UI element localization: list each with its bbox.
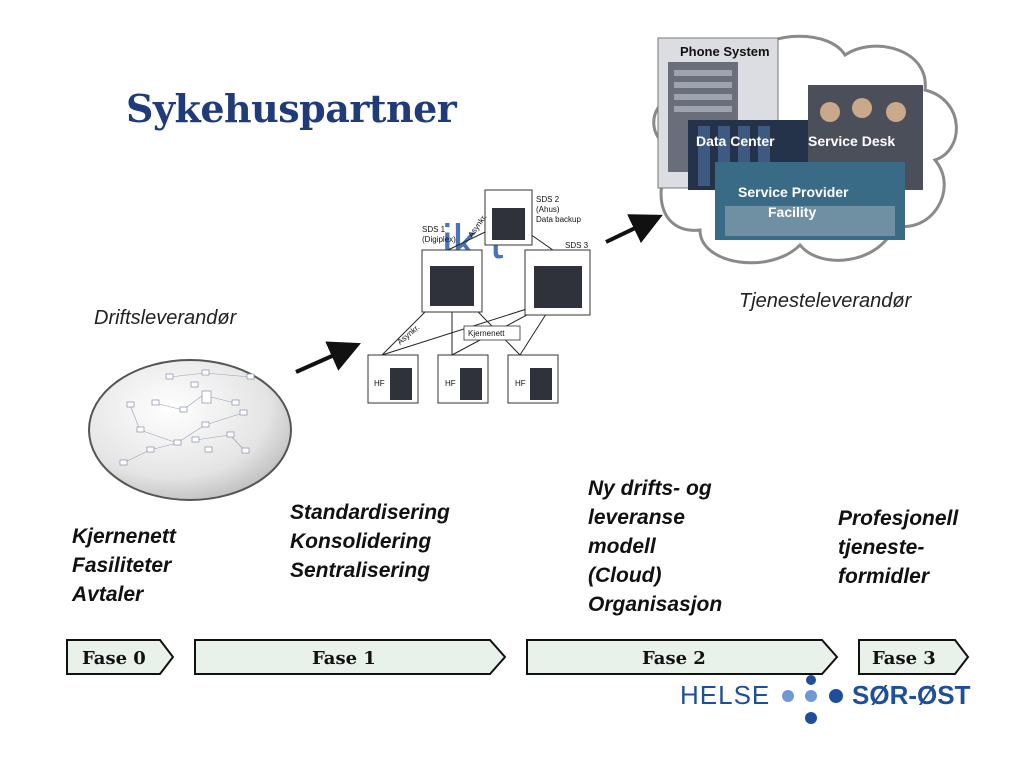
fase1-line: Konsolidering — [290, 530, 432, 553]
fase0-chevron: Fase 0 — [66, 639, 175, 675]
legacy-network-ellipse — [88, 359, 292, 501]
sds2-server — [484, 189, 533, 246]
fase3-chevron: Fase 3 — [858, 639, 970, 675]
fase3-description: Profesjonell tjeneste- formidler — [838, 504, 958, 591]
sds1-server — [421, 249, 483, 313]
hf2-label: HF — [445, 379, 456, 388]
sds2-label-2: (Ahus) — [536, 205, 560, 214]
hf3-server — [507, 354, 559, 404]
sds2-label-1: SDS 2 — [536, 195, 560, 204]
fase0-label: Fase 0 — [82, 648, 146, 669]
fase1-label: Fase 1 — [312, 648, 376, 669]
sds2-label-3: Data backup — [536, 215, 581, 224]
fase1-chevron: Fase 1 — [194, 639, 507, 675]
fase0-line: Avtaler — [72, 583, 144, 606]
phase-timeline: Fase 0 Fase 1 Fase 2 Fase 3 — [66, 639, 970, 675]
fase1-line: Sentralisering — [290, 559, 431, 582]
logo-region-text: SØR-ØST — [852, 680, 971, 710]
fase2-line: leveranse — [588, 506, 685, 529]
sds3-label: SDS 3 — [565, 241, 589, 250]
hf1-label: HF — [374, 379, 385, 388]
hf1-server — [367, 354, 419, 404]
kjernenett-label: Kjernenett — [468, 329, 505, 338]
hf2-server — [437, 354, 489, 404]
fase3-line: tjeneste- — [838, 536, 925, 559]
fase3-label: Fase 3 — [872, 648, 936, 669]
data-center-label: Data Center — [696, 133, 775, 149]
logo-helse-text: HELSE — [680, 680, 771, 710]
fase1-description: Standardisering Konsolidering Sentralise… — [290, 498, 450, 585]
fase2-line: (Cloud) — [588, 564, 662, 587]
service-provider-label-1: Service Provider — [738, 184, 849, 200]
fase1-line: Standardisering — [290, 501, 450, 524]
fase2-description: Ny drifts- og leveranse modell (Cloud) O… — [588, 474, 722, 619]
driftsleverandor-label: Driftsleverandør — [94, 307, 237, 329]
page-title: Sykehuspartner — [126, 86, 457, 131]
fase0-line: Fasiliteter — [72, 554, 172, 577]
fase3-line: Profesjonell — [838, 507, 959, 530]
fase0-line: Kjernenett — [72, 525, 176, 548]
fase3-line: formidler — [838, 565, 930, 588]
sds3-server — [524, 249, 591, 316]
network-diagram: ik t SDS 2 (Ahus) Data backup SDS 1 (Dig… — [367, 189, 591, 404]
phone-system-label: Phone System — [680, 44, 770, 59]
hf3-label: HF — [515, 379, 526, 388]
service-desk-label: Service Desk — [808, 133, 895, 149]
fase0-description: Kjernenett Fasiliteter Avtaler — [72, 522, 176, 609]
fase2-line: modell — [588, 535, 656, 558]
sds1-label-1: SDS 1 — [422, 225, 446, 234]
cloud-illustration: Phone System Data Center Service Desk Se… — [652, 34, 958, 265]
asynkr-left-label: Asynkr. — [396, 323, 422, 347]
tjenesteleverandor-label: Tjenesteleverandør — [739, 290, 912, 312]
fase2-line: Ny drifts- og — [588, 477, 712, 500]
sds1-label-2: (Digiplex) — [422, 235, 456, 244]
logo-dots-icon — [782, 675, 843, 724]
fase2-label: Fase 2 — [642, 648, 706, 669]
fase2-chevron: Fase 2 — [526, 639, 839, 675]
service-provider-label-2: Facility — [768, 204, 816, 220]
arrow-to-network — [295, 341, 361, 374]
fase2-line: Organisasjon — [588, 593, 723, 616]
